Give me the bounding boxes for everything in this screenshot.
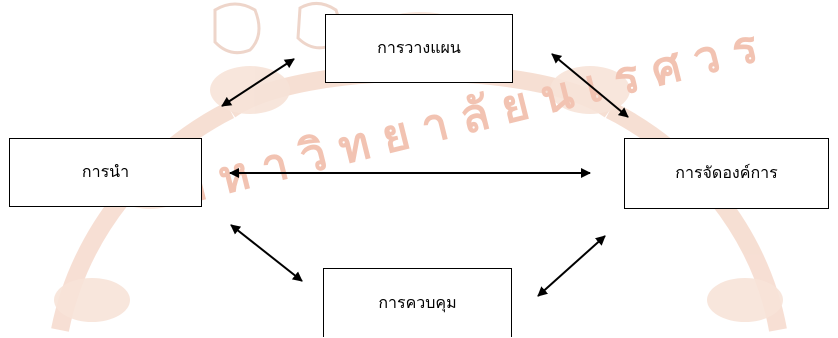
node-organizing: การจัดองค์การ [624, 138, 829, 209]
arrow-leading-planning [221, 58, 295, 107]
arrow-controlling-organizing [537, 235, 606, 297]
arrow-leading-controlling [230, 224, 303, 282]
node-leading: การนำ [9, 138, 202, 207]
node-controlling: การควบคุม [323, 268, 512, 337]
node-planning: การวางแผน [325, 14, 513, 83]
arrow-planning-organizing [551, 53, 629, 118]
